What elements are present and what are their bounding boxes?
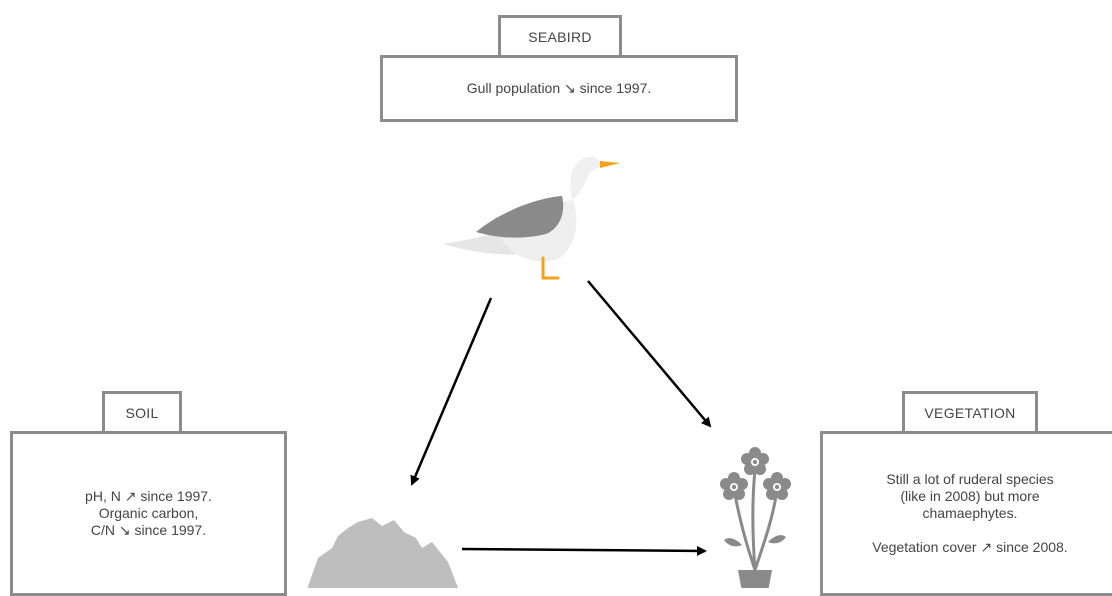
seabird-heading: SEABIRD bbox=[528, 29, 592, 45]
arrow-seabird-to-vegetation bbox=[587, 280, 712, 428]
seabird-box: Gull population ↘ since 1997. bbox=[380, 55, 738, 122]
vegetation-text-line-4: Vegetation cover ↗ since 2008. bbox=[872, 539, 1068, 555]
arrow-soil-to-vegetation bbox=[461, 545, 707, 556]
soil-heading: SOIL bbox=[125, 405, 159, 421]
vegetation-text-line-3: chamaephytes. bbox=[922, 505, 1018, 521]
soil-text-line-1: pH, N ↗ since 1997. bbox=[85, 488, 212, 504]
flowers-icon bbox=[720, 447, 791, 588]
vegetation-text-line-1: Still a lot of ruderal species bbox=[886, 471, 1054, 487]
soil-text-line-3: C/N ↘ since 1997. bbox=[90, 522, 207, 538]
soil-box: pH, N ↗ since 1997. Organic carbon, C/N … bbox=[10, 431, 287, 596]
vegetation-text-line-2: (like in 2008) but more bbox=[900, 488, 1040, 504]
seabird-text: Gull population ↘ since 1997. bbox=[466, 80, 652, 96]
seabird-heading-tab: SEABIRD bbox=[498, 15, 622, 56]
gull-icon bbox=[443, 156, 620, 280]
soil-heading-tab: SOIL bbox=[102, 391, 182, 432]
rock-icon bbox=[307, 518, 459, 588]
arrow-seabird-to-soil bbox=[410, 297, 493, 486]
vegetation-heading-tab: VEGETATION bbox=[902, 391, 1038, 432]
vegetation-heading: VEGETATION bbox=[924, 405, 1016, 421]
vegetation-box: Still a lot of ruderal species (like in … bbox=[820, 431, 1112, 596]
soil-text-line-2: Organic carbon, bbox=[98, 505, 199, 521]
